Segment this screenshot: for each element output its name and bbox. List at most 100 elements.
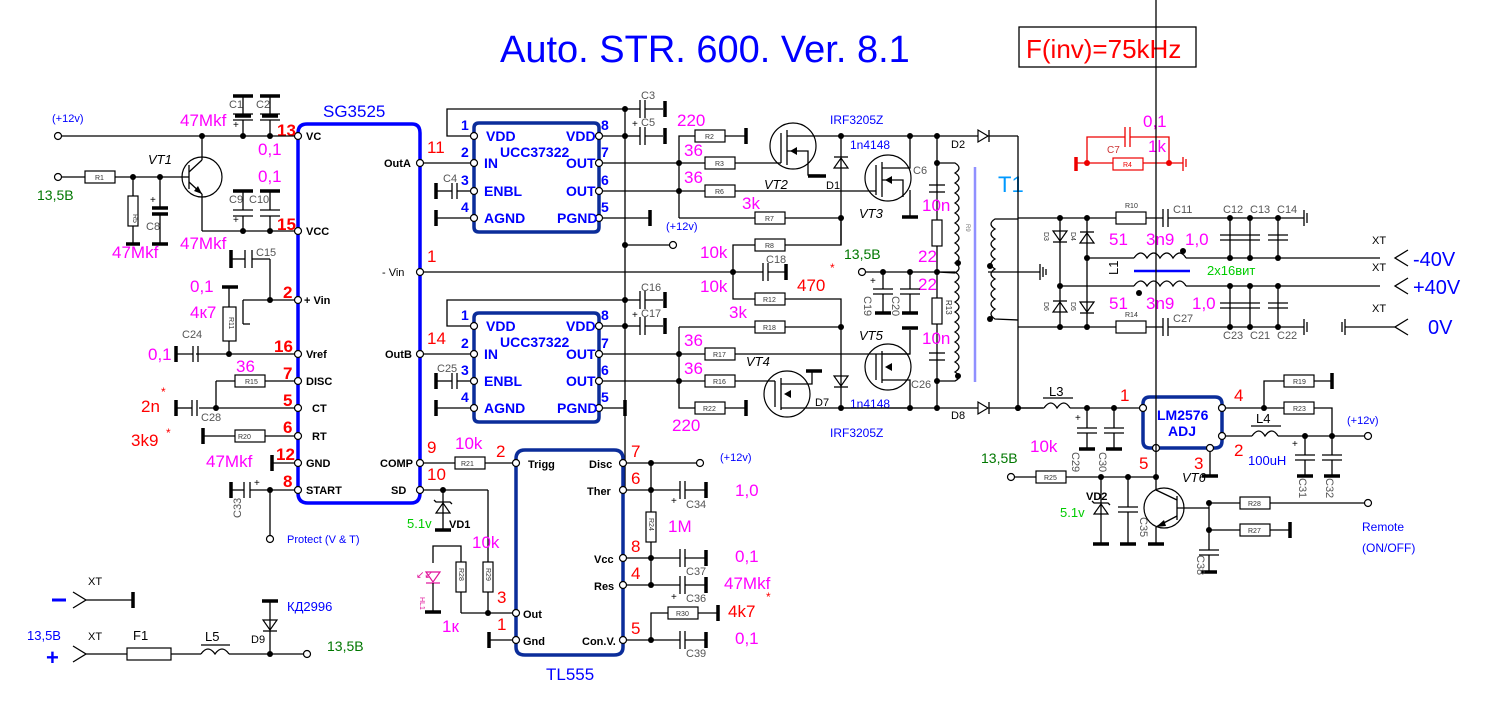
svg-text:R15: R15: [245, 379, 258, 386]
output-zero: 0V: [1428, 317, 1453, 339]
svg-text:C25: C25: [437, 363, 457, 375]
svg-text:XT: XT: [1372, 262, 1386, 274]
svg-text:ENBL: ENBL: [484, 183, 523, 199]
svg-text:↙↙: ↙↙: [416, 570, 433, 581]
svg-text:C38: C38: [1194, 555, 1206, 575]
svg-text:13: 13: [277, 121, 296, 140]
svg-text:IRF3205Z: IRF3205Z: [830, 113, 883, 127]
svg-text:R11: R11: [227, 317, 234, 329]
svg-text:AGND: AGND: [484, 400, 525, 416]
svg-text:+: +: [1292, 439, 1298, 450]
svg-text:C9: C9: [229, 194, 243, 206]
svg-text:R4: R4: [1123, 162, 1132, 169]
svg-text:VDD: VDD: [566, 318, 596, 334]
svg-text:5.1v: 5.1v: [1060, 505, 1085, 520]
svg-text:1n4148: 1n4148: [850, 138, 890, 152]
svg-text:*: *: [830, 261, 835, 275]
svg-text:2n: 2n: [141, 397, 160, 416]
svg-text:1к: 1к: [442, 617, 459, 636]
svg-text:5: 5: [631, 619, 640, 638]
svg-text:R10: R10: [1125, 203, 1138, 210]
svg-text:9: 9: [427, 438, 436, 457]
svg-text:3k: 3k: [742, 194, 760, 213]
mosfet-vt3: VT3: [859, 136, 918, 221]
svg-text:D5: D5: [1069, 302, 1076, 311]
svg-text:C14: C14: [1277, 204, 1297, 216]
svg-text:R25: R25: [1044, 475, 1057, 482]
svg-text:C8: C8: [146, 221, 160, 233]
svg-text:8: 8: [631, 537, 640, 556]
svg-text:5: 5: [1139, 454, 1148, 473]
svg-text:4: 4: [1234, 386, 1243, 405]
svg-text:14: 14: [427, 329, 446, 348]
svg-text:3k: 3k: [729, 303, 747, 322]
svg-text:Disc: Disc: [589, 459, 612, 471]
svg-text:10k: 10k: [700, 277, 728, 296]
svg-text:3: 3: [461, 172, 469, 188]
svg-text:R6: R6: [715, 189, 724, 196]
svg-text:(+12v): (+12v): [1347, 415, 1379, 427]
svg-text:VT4: VT4: [746, 354, 770, 369]
diodes-d1-d7: D1 D7: [815, 133, 850, 411]
svg-text:PGND: PGND: [557, 400, 597, 416]
svg-text:VD2: VD2: [1086, 491, 1107, 503]
svg-text:C5: C5: [641, 117, 655, 129]
svg-text:16: 16: [274, 337, 293, 356]
frequency-note: F(inv)=75kHz: [1026, 34, 1181, 64]
svg-text:UCC37322: UCC37322: [500, 144, 569, 160]
svg-text:+: +: [671, 496, 677, 507]
svg-text:C31: C31: [1296, 478, 1308, 498]
svg-text:5.1v: 5.1v: [407, 516, 432, 531]
svg-text:C10: C10: [249, 194, 269, 206]
svg-text:1,0: 1,0: [735, 481, 759, 500]
svg-text:C11: C11: [1173, 204, 1192, 216]
power-input: XT 13,5В XT + F1 L5 D9 КД2996 13,5В: [27, 576, 364, 670]
svg-text:VD1: VD1: [449, 519, 470, 531]
output-connectors: XT -40V XT +40V XT 0V: [1341, 235, 1461, 339]
svg-text:15: 15: [277, 215, 296, 234]
svg-text:(+12v): (+12v): [666, 221, 698, 233]
svg-text:0,1: 0,1: [258, 140, 282, 159]
svg-text:4: 4: [631, 564, 640, 583]
svg-text:VC: VC: [306, 131, 321, 143]
svg-text:+ Vin: + Vin: [304, 295, 331, 307]
svg-text:ADJ: ADJ: [1168, 423, 1196, 439]
svg-text:C1: C1: [229, 99, 243, 111]
svg-text:D8: D8: [951, 410, 965, 422]
svg-text:L3: L3: [1049, 384, 1063, 399]
svg-text:VT2: VT2: [764, 177, 789, 192]
svg-text:PGND: PGND: [557, 210, 597, 226]
svg-text:OUT: OUT: [566, 373, 596, 389]
svg-text:DISC: DISC: [306, 376, 332, 388]
svg-text:IRF3205Z: IRF3205Z: [830, 426, 883, 440]
svg-text:R12: R12: [763, 297, 776, 304]
svg-text:51: 51: [1109, 230, 1128, 249]
svg-text:R17: R17: [713, 352, 726, 359]
svg-text:6: 6: [283, 418, 292, 437]
svg-text:C22: C22: [1277, 330, 1297, 342]
svg-text:R8: R8: [765, 243, 774, 250]
svg-text:0,1: 0,1: [258, 167, 282, 186]
svg-text:+: +: [254, 478, 260, 489]
svg-text:0,1: 0,1: [148, 345, 172, 364]
svg-text:51: 51: [1109, 294, 1128, 313]
svg-text:13,5В: 13,5В: [37, 187, 74, 203]
svg-text:*: *: [161, 385, 166, 399]
svg-text:4: 4: [461, 199, 469, 215]
svg-text:Out: Out: [523, 609, 542, 621]
svg-text:C28: C28: [201, 412, 221, 424]
svg-text:7: 7: [601, 335, 609, 351]
svg-text:6: 6: [601, 362, 609, 378]
svg-text:C37: C37: [686, 566, 706, 578]
svg-text:1: 1: [461, 307, 469, 323]
svg-text:OUT: OUT: [566, 155, 596, 171]
svg-text:VDD: VDD: [486, 318, 516, 334]
svg-text:R1: R1: [95, 175, 104, 182]
svg-text:C12: C12: [1223, 204, 1243, 216]
svg-text:C24: C24: [182, 329, 202, 341]
svg-text:OutA: OutA: [384, 158, 411, 170]
svg-text:4k7: 4k7: [728, 602, 755, 621]
svg-text:R28: R28: [457, 568, 464, 581]
